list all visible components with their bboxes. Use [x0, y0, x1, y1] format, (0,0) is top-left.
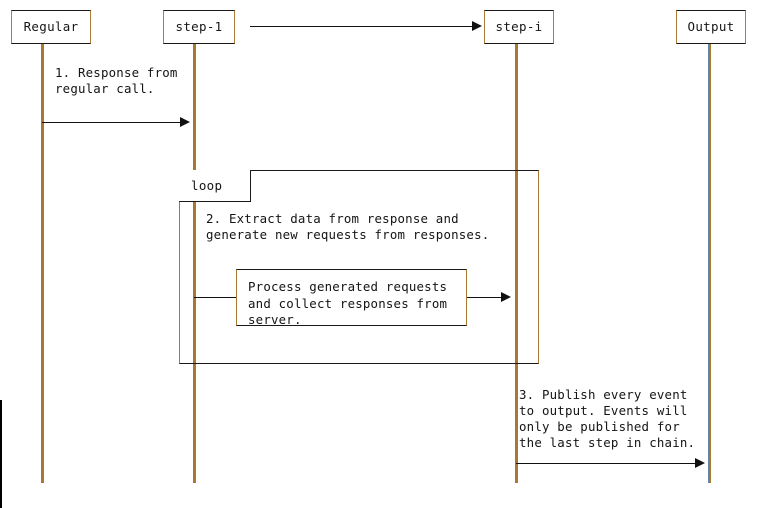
loop-fragment-operator-label: loop — [191, 178, 223, 193]
lifeline-step-i — [515, 44, 518, 483]
message-line-step-i-to-output — [516, 463, 697, 464]
left-edge-rule — [0, 400, 2, 508]
participant-label-step-i: step-i — [495, 18, 543, 34]
note-response-from-regular-call: 1. Response from regular call. — [55, 65, 178, 96]
participant-label-regular: Regular — [23, 18, 79, 34]
boxed-note-process-generated-requests: Process generated requests and collect r… — [236, 269, 467, 327]
note-extract-data-generate-requests: 2. Extract data from response and genera… — [206, 211, 490, 242]
lifeline-output — [708, 44, 711, 483]
message-arrowhead-chain-continuation — [472, 21, 482, 31]
message-arrowhead-step-i-to-output — [695, 458, 705, 468]
message-line-note-to-step-i — [467, 297, 503, 298]
lifeline-regular — [41, 44, 44, 483]
loop-fragment — [179, 170, 539, 364]
participant-output[interactable]: Output — [676, 10, 746, 44]
message-arrowhead-step-1-to-step-i — [501, 292, 511, 302]
message-arrowhead-regular-to-step-1 — [180, 117, 190, 127]
loop-fragment-operator-tab: loop — [179, 170, 251, 202]
participant-step-1[interactable]: step-1 — [163, 10, 235, 44]
participant-label-step-1: step-1 — [175, 18, 223, 34]
message-line-step-1-to-step-i — [194, 297, 236, 298]
participant-label-output: Output — [687, 18, 735, 34]
message-line-chain-continuation — [250, 26, 475, 27]
participant-step-i[interactable]: step-i — [484, 10, 554, 44]
participant-regular[interactable]: Regular — [11, 10, 91, 44]
lifeline-step-1 — [193, 44, 196, 483]
message-line-regular-to-step-1 — [42, 122, 182, 123]
boxed-note-text: Process generated requests and collect r… — [248, 279, 448, 327]
note-publish-every-event: 3. Publish every event to output. Events… — [519, 387, 696, 450]
